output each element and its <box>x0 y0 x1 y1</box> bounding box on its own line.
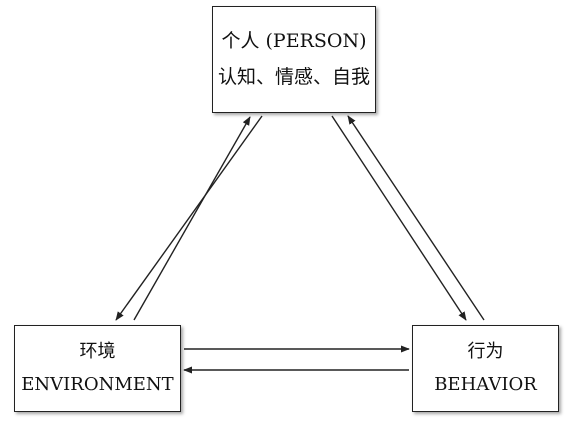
person-title: 个人 (PERSON) <box>221 29 367 52</box>
person-node: 个人 (PERSON) 认知、情感、自我 <box>212 6 376 113</box>
behavior-node: 行为 BEHAVIOR <box>412 325 559 412</box>
environment-node: 环境 ENVIRONMENT <box>14 325 181 412</box>
environment-title: 环境 <box>79 341 116 362</box>
arrow-behavior-to-person <box>347 115 485 321</box>
environment-subtitle: ENVIRONMENT <box>21 373 174 395</box>
behavior-subtitle: BEHAVIOR <box>434 373 537 395</box>
person-subtitle: 认知、情感、自我 <box>217 65 370 88</box>
arrow-person-to-behavior <box>331 115 467 321</box>
behavior-title: 行为 <box>467 341 504 362</box>
arrow-environment-to-person <box>133 116 251 321</box>
arrow-person-to-environment <box>115 115 263 321</box>
